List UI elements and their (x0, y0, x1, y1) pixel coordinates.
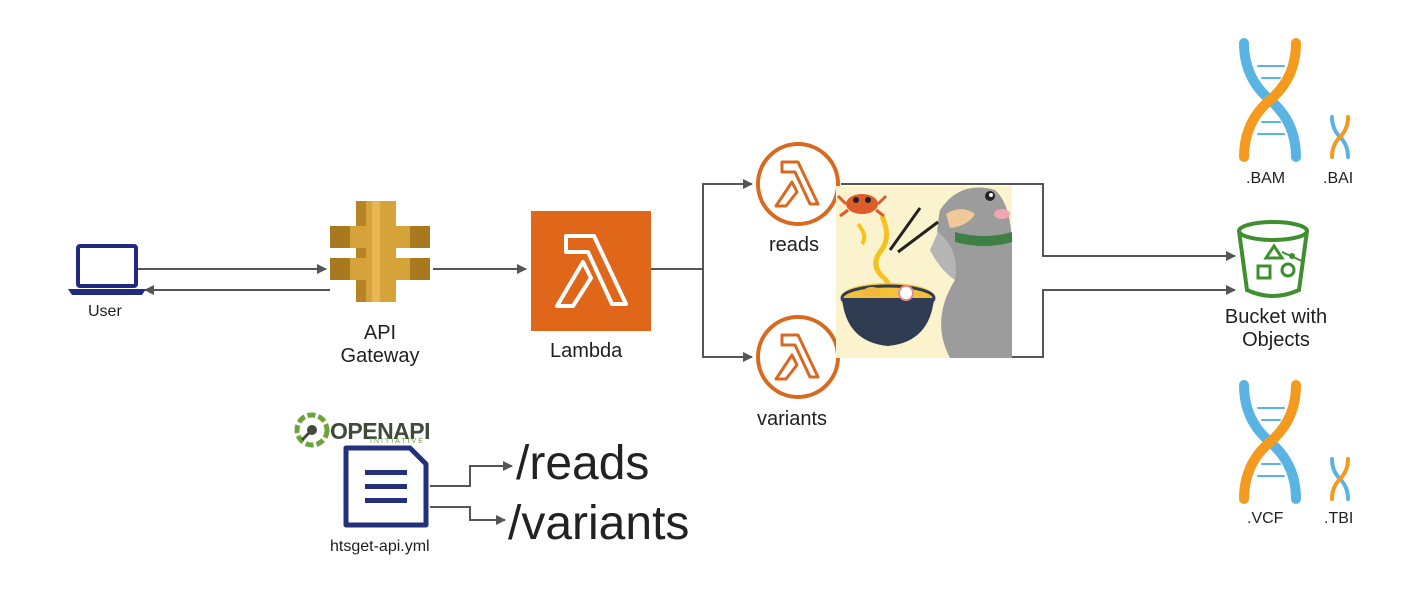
connectors (137, 179, 1236, 525)
api-gateway-label-line2: Gateway (340, 345, 420, 367)
spec-file-label: htsget-api.yml (330, 538, 430, 555)
openapi-wordmark: OPENAPI (330, 418, 431, 444)
arrow-reads-to-bucket (841, 183, 1236, 261)
dna-icon-vcf (1239, 380, 1301, 504)
rust-crab-noodles-illustration (836, 186, 1012, 358)
tbi-label: .TBI (1324, 510, 1354, 527)
openapi-subtitle: INITIATIVE (370, 438, 425, 445)
bucket-label-line2: Objects (1242, 329, 1310, 351)
arrow-spec-to-variants (430, 506, 506, 525)
lambda-label: Lambda (550, 340, 623, 362)
api-gateway-icon (330, 201, 430, 302)
arrow-spec-to-reads (430, 461, 513, 487)
route-reads-label: /reads (516, 437, 650, 490)
bucket-label: Bucket with Objects (1213, 306, 1339, 352)
arrow-lambda-to-variants (702, 269, 753, 362)
vcf-label: .VCF (1247, 510, 1284, 527)
laptop-icon (68, 244, 146, 295)
bam-label: .BAM (1246, 170, 1286, 187)
openapi-logo-icon (294, 412, 330, 448)
variants-lambda-icon (756, 315, 840, 399)
dna-icon-bam (1239, 38, 1301, 162)
bucket-label-line1: Bucket with (1224, 306, 1328, 328)
api-gateway-label: API Gateway (335, 322, 425, 368)
user-label: User (88, 303, 122, 320)
variants-label: variants (757, 408, 828, 430)
api-gateway-label-line1: API (363, 322, 397, 344)
bai-label: .BAI (1323, 170, 1354, 187)
s3-bucket-icon (1237, 220, 1309, 298)
arrow-lambda-to-reads (651, 179, 753, 270)
reads-label: reads (769, 234, 820, 256)
reads-lambda-icon (756, 142, 840, 226)
lambda-icon (531, 211, 651, 331)
route-variants-label: /variants (508, 497, 690, 550)
document-icon (343, 445, 429, 528)
dna-icon-tbi (1330, 457, 1350, 501)
dna-icon-bai (1330, 115, 1350, 159)
